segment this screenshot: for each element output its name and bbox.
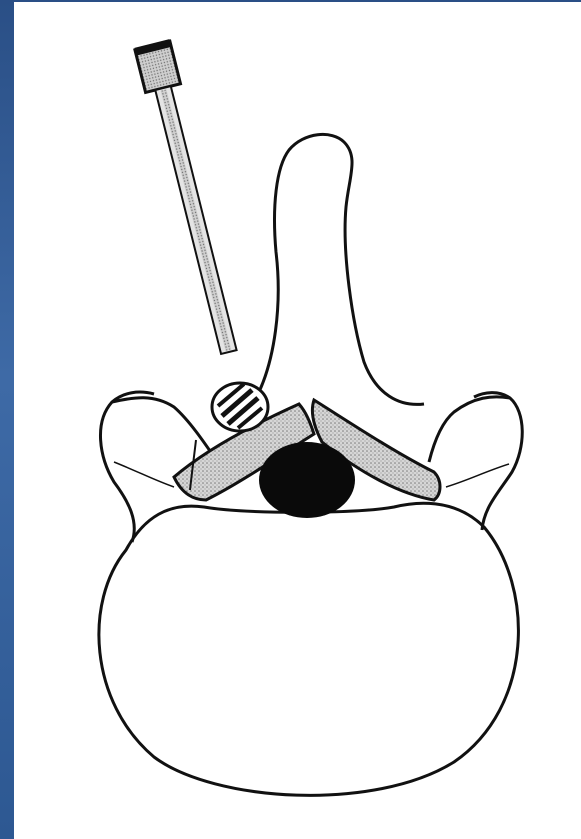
transverse-process-left-inner — [114, 462, 174, 487]
drill-shaft-core — [161, 89, 232, 350]
drill-burr — [212, 383, 268, 431]
spinal-canal-core — [259, 442, 355, 518]
spinous-process — [254, 134, 424, 404]
vertebra-diagram — [14, 2, 581, 839]
vertebral-body — [99, 503, 518, 795]
right-pedicle — [474, 393, 522, 530]
transverse-process-right-inner — [446, 464, 509, 487]
diagram-panel — [14, 2, 581, 839]
drill-instrument — [134, 39, 246, 356]
transverse-process-right — [429, 397, 510, 462]
